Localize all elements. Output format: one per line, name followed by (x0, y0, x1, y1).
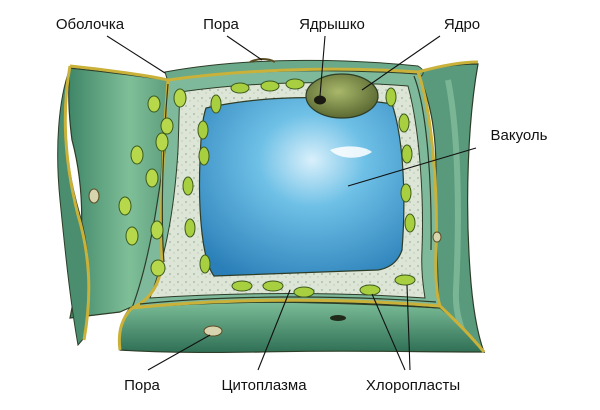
chloroplast (401, 144, 413, 164)
chloroplast (150, 220, 164, 240)
nucleolus (314, 95, 326, 105)
leader-nucleolus (319, 35, 326, 97)
vacuole-highlight (330, 146, 372, 158)
label-pore-bottom: Пора (124, 377, 160, 394)
chloroplast (147, 95, 161, 113)
pore-right (432, 231, 442, 243)
chloroplast (155, 132, 169, 152)
chloroplast (197, 120, 209, 140)
pore-top (249, 58, 276, 63)
labels: Оболочка Пора Ядрышко Ядро Вакуоль Пора … (56, 16, 548, 394)
pores (88, 58, 442, 337)
label-pore-top: Пора (203, 16, 239, 33)
leader-pore-top (226, 35, 263, 61)
leader-cytoplasm (257, 289, 291, 371)
right-cell-edge (445, 79, 473, 347)
chloroplast (130, 145, 144, 165)
label-nucleus: Ядро (444, 16, 480, 33)
chloroplast (173, 88, 187, 108)
chloroplast (398, 113, 410, 133)
label-cytoplasm: Цитоплазма (221, 377, 307, 394)
chloroplasts-main (182, 78, 416, 298)
chloroplast (125, 226, 139, 246)
vacuole (198, 96, 405, 277)
chloroplast (404, 213, 416, 233)
leader-lines (106, 35, 477, 371)
chloroplasts-left (118, 88, 187, 277)
cell-walls (63, 60, 486, 353)
chloroplast (210, 94, 222, 114)
label-chloroplasts: Хлоропласты (366, 377, 460, 394)
chloroplast (385, 87, 397, 107)
chloroplast (199, 254, 211, 274)
nucleus (305, 73, 379, 119)
label-vacuole: Вакуоль (491, 127, 548, 144)
chloroplast (182, 176, 194, 196)
label-membrane: Оболочка (56, 16, 125, 33)
chloroplast (260, 80, 280, 92)
chloroplast (118, 196, 132, 216)
chloroplast (230, 82, 250, 94)
chloroplast (394, 274, 416, 286)
label-nucleolus: Ядрышко (299, 16, 365, 33)
chloroplast (231, 280, 253, 292)
leader-vacuole (347, 147, 477, 187)
chloroplast (160, 117, 174, 135)
leader-membrane (106, 35, 166, 74)
chloroplast (145, 168, 159, 188)
chloroplast (400, 183, 412, 203)
chloroplast (150, 259, 166, 277)
pore-bottom (203, 325, 223, 337)
pore-left (88, 188, 100, 204)
chloroplast (262, 280, 284, 292)
pore-bottom-dark (330, 315, 346, 321)
leader-chloroplasts-2 (406, 284, 411, 371)
leader-pore-bottom (147, 334, 211, 371)
chloroplast (293, 286, 315, 298)
chloroplast (198, 146, 210, 166)
leader-chloroplasts-1 (371, 293, 406, 371)
chloroplast (359, 284, 381, 296)
chloroplast (184, 218, 196, 238)
chloroplast (285, 78, 305, 90)
leader-nucleus (361, 35, 441, 91)
bottom-neighbor-cell (118, 301, 486, 353)
